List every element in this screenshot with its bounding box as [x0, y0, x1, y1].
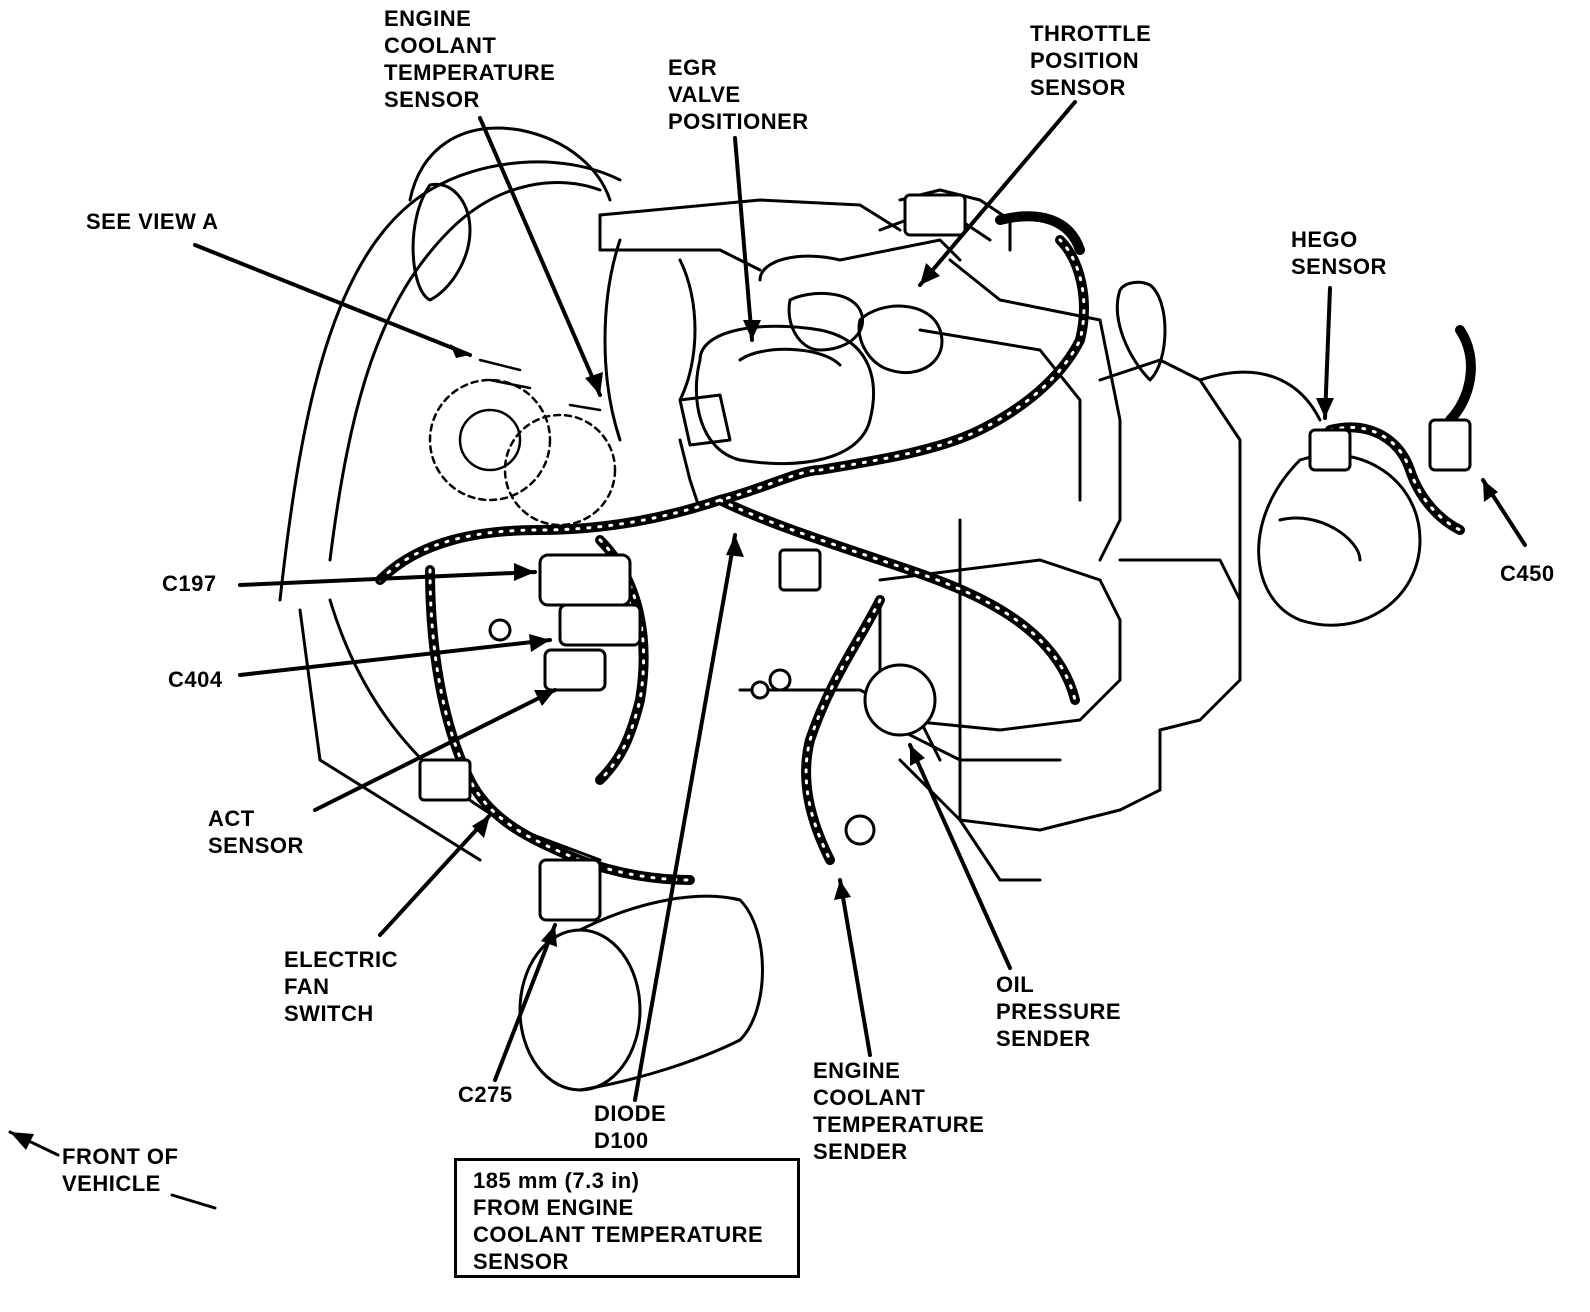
- front-pulley-assembly: [428, 358, 617, 527]
- front-arrow: [8, 1130, 217, 1210]
- note-box-text: 185 mm (7.3 in) FROM ENGINE COOLANT TEMP…: [473, 1168, 764, 1274]
- harness-ribbing: [378, 238, 1462, 882]
- label-electric-fan-switch: ELECTRIC FAN SWITCH: [284, 947, 398, 1026]
- arrow-heads: [10, 263, 1498, 1150]
- label-c197: C197: [162, 571, 217, 596]
- label-c404: C404: [168, 667, 223, 692]
- label-diode-d100: DIODE D100: [594, 1101, 667, 1153]
- label-oil-pressure-sender: OIL PRESSURE SENDER: [996, 972, 1122, 1051]
- label-see-view-a: SEE VIEW A: [86, 209, 219, 234]
- egr-and-throttle-assembly: [678, 188, 1012, 512]
- note-box: 185 mm (7.3 in) FROM ENGINE COOLANT TEMP…: [454, 1158, 800, 1278]
- label-throttle-position-sensor: THROTTLE POSITION SENSOR: [1030, 21, 1152, 100]
- label-c450: C450: [1500, 561, 1555, 586]
- label-engine-coolant-temperature-sender: ENGINE COOLANT TEMPERATURE SENDER: [813, 1058, 985, 1164]
- label-hego-sensor: HEGO SENSOR: [1291, 227, 1387, 279]
- label-act-sensor: ACT SENSOR: [208, 806, 304, 858]
- label-egr-valve-positioner: EGR VALVE POSITIONER: [668, 55, 809, 134]
- pointer-arrows: [193, 100, 1527, 1102]
- label-front-of-vehicle: FRONT OF VEHICLE: [62, 1144, 179, 1196]
- connectors: [418, 193, 1472, 922]
- label-engine-coolant-temperature-sensor: ENGINE COOLANT TEMPERATURE SENSOR: [384, 6, 556, 112]
- engine-block-outline: [278, 126, 1422, 882]
- label-c275: C275: [458, 1082, 513, 1107]
